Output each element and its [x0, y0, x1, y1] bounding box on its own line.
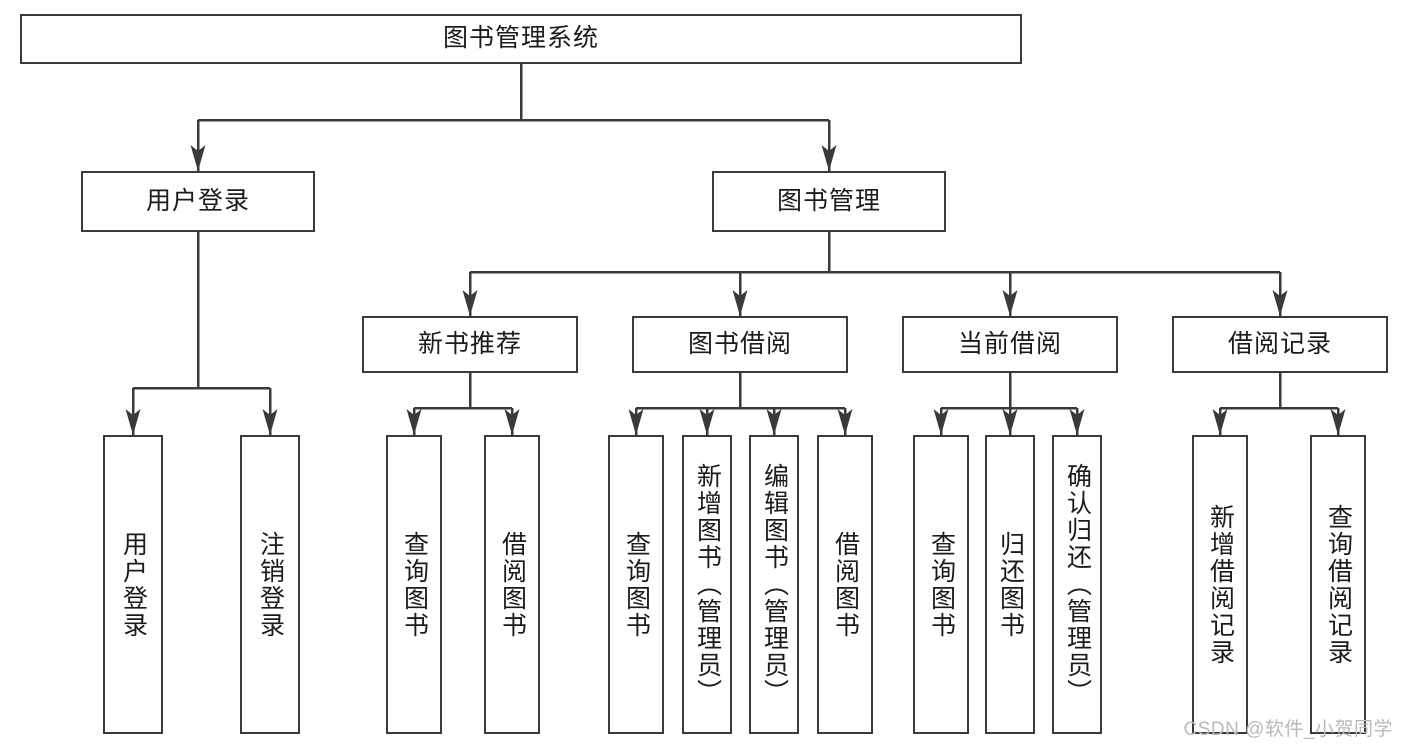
arrow-head-icon-leaf-query-book-3 [933, 409, 949, 435]
node-label-leaf-query-book-3: 查询图书 [927, 530, 956, 639]
node-label-leaf-return-book: 归还图书 [996, 530, 1025, 639]
arrow-head-icon-book-manage [821, 145, 837, 171]
arrow-head-icon-leaf-add-record [1212, 409, 1228, 435]
arrow-head-icon-leaf-borrow-book-2 [837, 409, 853, 435]
arrow-head-icon-book-borrow [732, 290, 748, 316]
node-label-leaf-add-book: 新增图书（管理员） [693, 463, 722, 706]
node-root[interactable]: 图书管理系统 [20, 14, 1022, 64]
node-current-borrow[interactable]: 当前借阅 [902, 316, 1118, 373]
node-label-leaf-user-logout: 注销登录 [256, 530, 285, 639]
node-leaf-confirm-return[interactable]: 确认归还（管理员） [1052, 435, 1102, 734]
node-label-book-manage: 图书管理 [776, 186, 881, 215]
node-leaf-add-record[interactable]: 新增借阅记录 [1192, 435, 1248, 734]
node-label-leaf-query-record: 查询借阅记录 [1324, 503, 1353, 666]
node-label-leaf-borrow-book-2: 借阅图书 [831, 530, 860, 639]
arrow-head-icon-new-book-rec [462, 290, 478, 316]
node-leaf-borrow-book-1[interactable]: 借阅图书 [484, 435, 540, 734]
node-label-root: 图书管理系统 [442, 24, 599, 53]
node-leaf-user-logout[interactable]: 注销登录 [240, 435, 300, 734]
node-book-manage[interactable]: 图书管理 [712, 171, 946, 232]
node-borrow-record[interactable]: 借阅记录 [1172, 316, 1388, 373]
arrow-head-icon-current-borrow [1002, 290, 1018, 316]
arrow-head-icon-leaf-user-login [125, 409, 141, 435]
node-label-leaf-user-login: 用户登录 [119, 530, 148, 639]
arrow-head-icon-leaf-return-book [1002, 409, 1018, 435]
arrow-head-icon-borrow-record [1272, 290, 1288, 316]
arrow-head-icon-leaf-borrow-book-1 [504, 409, 520, 435]
node-book-borrow[interactable]: 图书借阅 [632, 316, 848, 373]
node-label-leaf-query-book-2: 查询图书 [622, 530, 651, 639]
node-leaf-query-book-3[interactable]: 查询图书 [913, 435, 969, 734]
watermark-text: CSDN @软件_小贺同学 [1183, 719, 1393, 740]
arrow-head-icon-leaf-confirm-return [1069, 409, 1085, 435]
node-leaf-query-record[interactable]: 查询借阅记录 [1310, 435, 1366, 734]
node-leaf-return-book[interactable]: 归还图书 [985, 435, 1035, 734]
node-label-leaf-add-record: 新增借阅记录 [1206, 503, 1235, 666]
node-label-user-login: 用户登录 [145, 186, 250, 215]
node-label-leaf-confirm-return: 确认归还（管理员） [1063, 463, 1092, 706]
arrow-head-icon-leaf-query-book-1 [406, 409, 422, 435]
node-leaf-edit-book[interactable]: 编辑图书（管理员） [749, 435, 799, 734]
node-label-new-book-rec: 新书推荐 [417, 329, 522, 358]
node-label-leaf-edit-book: 编辑图书（管理员） [760, 463, 789, 706]
node-new-book-rec[interactable]: 新书推荐 [362, 316, 578, 373]
node-leaf-user-login[interactable]: 用户登录 [103, 435, 163, 734]
node-leaf-query-book-1[interactable]: 查询图书 [386, 435, 442, 734]
node-leaf-add-book[interactable]: 新增图书（管理员） [682, 435, 732, 734]
arrow-head-icon-leaf-add-book [699, 409, 715, 435]
arrow-head-icon-leaf-query-book-2 [628, 409, 644, 435]
node-label-borrow-record: 借阅记录 [1227, 329, 1332, 358]
node-leaf-query-book-2[interactable]: 查询图书 [608, 435, 664, 734]
node-label-leaf-query-book-1: 查询图书 [400, 530, 429, 639]
arrow-head-icon-leaf-query-record [1330, 409, 1346, 435]
node-label-leaf-borrow-book-1: 借阅图书 [498, 530, 527, 639]
arrow-head-icon-leaf-edit-book [766, 409, 782, 435]
arrow-head-icon-leaf-user-logout [262, 409, 278, 435]
arrow-head-icon-user-login [190, 145, 206, 171]
node-user-login[interactable]: 用户登录 [81, 171, 315, 232]
node-leaf-borrow-book-2[interactable]: 借阅图书 [817, 435, 873, 734]
node-label-current-borrow: 当前借阅 [957, 329, 1062, 358]
node-label-book-borrow: 图书借阅 [687, 329, 792, 358]
